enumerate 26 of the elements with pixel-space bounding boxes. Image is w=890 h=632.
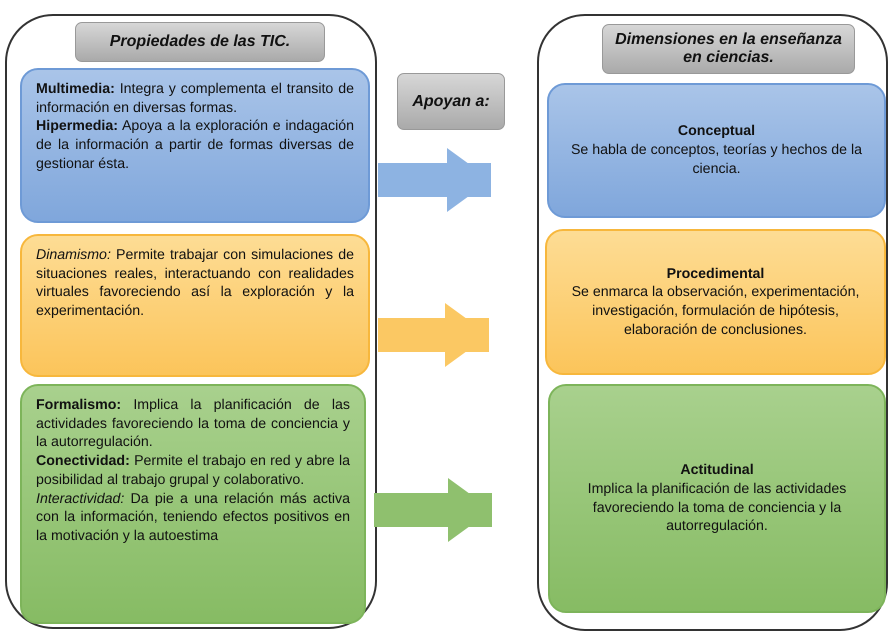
block-arrow (378, 303, 489, 367)
block-arrow (378, 148, 491, 212)
heading-box: Dimensiones en la enseñanza en ciencias. (602, 24, 855, 74)
card-text: Implica la planificación de las actividades favoreciendo la toma de conciencia y la autorregulación. (586, 480, 848, 536)
property-card (20, 68, 370, 223)
card-text: Dinamismo: Permite trabajar con simulaciones de situaciones reales, interactuando con realidades virtuales favoreciendo así la exploración y la experimentación. (36, 246, 354, 321)
card-text: Se habla de conceptos, teorías y hechos de la ciencia. (570, 141, 864, 179)
card-title: Procedimental (666, 264, 766, 284)
heading-box: Propiedades de las TIC. (75, 22, 325, 62)
card-text: Interactividad: Da pie a una relación más activa con la información, teniendo efectos positivos en la motivación y la autoestima (36, 490, 350, 546)
property-card (20, 384, 366, 624)
dimension-card (547, 83, 886, 218)
group-panel (537, 14, 888, 631)
heading-box: Apoyan a: (397, 73, 505, 130)
card-text: Se enmarca la observación, experimentación, investigación, formulación de hipótesis, elaboración de conclusiones. (570, 283, 860, 340)
dimension-card (545, 229, 886, 375)
block-arrow (374, 478, 492, 542)
card-text: Conectividad: Permite el trabajo en red y abre la posibilidad al trabajo grupal y colaborativo. (36, 452, 350, 490)
card-text: Hipermedia: Apoya a la exploración e indagación de la información a partir de formas diversas de gestionar ésta. (36, 117, 354, 174)
card-title: Conceptual (676, 122, 756, 142)
card-text: Formalismo: Implica la planificación de las actividades favoreciendo la toma de conciencia y la autorregulación. (36, 396, 350, 452)
dimension-card (548, 384, 886, 613)
group-panel (5, 14, 377, 629)
property-card (20, 234, 370, 377)
card-title: Actitudinal (679, 461, 755, 480)
card-text: Multimedia: Integra y complementa el transito de información en diversas formas. (36, 80, 354, 118)
